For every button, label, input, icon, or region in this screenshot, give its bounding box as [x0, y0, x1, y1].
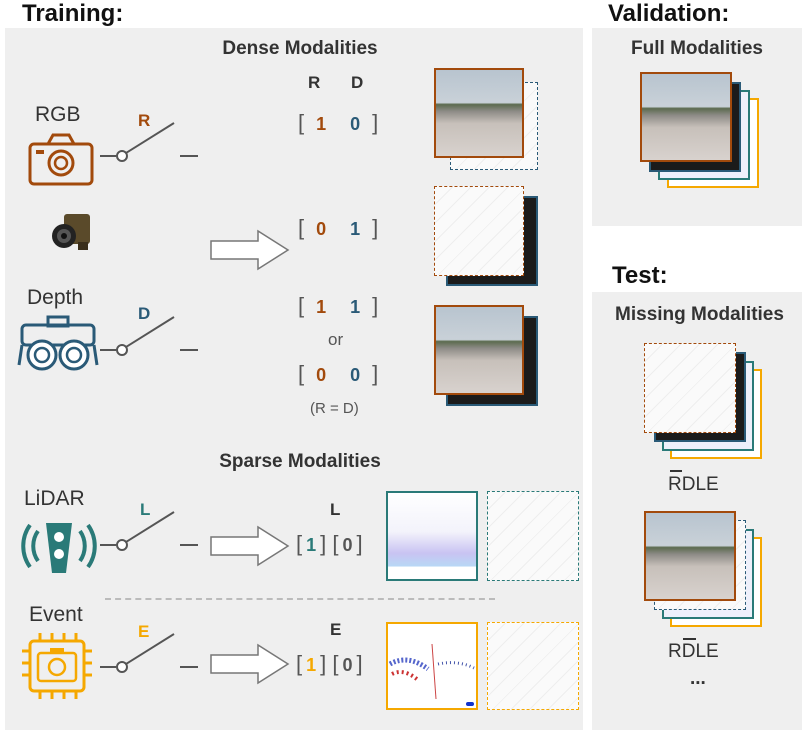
rgb-switch-letter: R — [138, 111, 151, 130]
sparse-modalities-title: Sparse Modalities — [219, 451, 381, 472]
vector-value: 0 — [350, 114, 361, 134]
test-heading: Test: — [612, 262, 668, 289]
arrow-icon-lidar — [210, 525, 290, 567]
event-switch[interactable] — [100, 629, 200, 673]
lidar-frame-missing — [487, 491, 579, 581]
depth-switch[interactable] — [100, 312, 200, 356]
event-frame — [386, 622, 478, 710]
missing-modalities-title: Missing Modalities — [615, 304, 784, 325]
event-mask-vector: [1] [0] — [296, 651, 363, 676]
rgb-frame-present — [434, 305, 524, 395]
column-header-r: R — [308, 73, 321, 92]
lidar-frame — [386, 491, 478, 581]
vector-value: 1 — [316, 297, 327, 317]
vector-value: 1 — [350, 297, 361, 317]
event-frame-missing — [487, 622, 579, 710]
event-label: Event — [29, 603, 83, 626]
validation-rgb-frame — [640, 72, 732, 162]
test2-rgb-frame — [644, 511, 736, 601]
vector-value: 0 — [342, 535, 353, 555]
rgb-frame — [434, 68, 524, 158]
vector-value: 0 — [342, 655, 353, 675]
overline-d-2 — [683, 638, 696, 640]
test-label-1: RDLE — [668, 474, 719, 495]
depth-camera-icon — [52, 214, 90, 250]
rgb-switch[interactable] — [100, 118, 200, 162]
vector-value: 0 — [350, 365, 361, 385]
event-points — [388, 643, 475, 706]
column-header-e: E — [330, 620, 342, 639]
full-modalities-title: Full Modalities — [631, 38, 763, 59]
depth-label: Depth — [27, 286, 84, 309]
or-label: or — [328, 330, 344, 349]
lidar-switch-letter: L — [140, 500, 151, 519]
section-divider — [105, 598, 495, 600]
vector-value: 1 — [306, 655, 317, 675]
event-switch-letter: E — [138, 622, 150, 641]
event-camera-icon — [22, 633, 92, 699]
training-heading: Training: — [22, 0, 124, 27]
test-label-2: RDLE — [668, 641, 719, 662]
rgb-label: RGB — [35, 103, 81, 126]
lidar-icon — [21, 523, 97, 573]
column-header-d: D — [351, 73, 364, 92]
vector-value: 0 — [316, 219, 327, 239]
vector-value: 0 — [316, 365, 327, 385]
depth-switch-letter: D — [138, 304, 151, 323]
test1-rgb-frame-missing — [644, 343, 736, 433]
lidar-label: LiDAR — [24, 487, 85, 510]
depth-goggles-icon — [17, 315, 99, 371]
equal-note: (R = D) — [310, 400, 359, 417]
arrow-icon-dense — [210, 229, 290, 271]
lidar-switch[interactable] — [100, 507, 200, 551]
vector-value: 1 — [316, 114, 327, 134]
column-header-l: L — [330, 500, 341, 519]
arrow-icon-event — [210, 643, 290, 685]
validation-heading: Validation: — [608, 0, 730, 27]
overline-r-1 — [670, 470, 682, 472]
camera-icon — [28, 133, 94, 186]
lidar-mask-vector: [1] [0] — [296, 531, 363, 556]
rgb-frame-missing — [434, 186, 524, 276]
dense-modalities-title: Dense Modalities — [222, 38, 378, 59]
test-ellipsis: ... — [690, 668, 706, 689]
vector-value: 1 — [350, 219, 361, 239]
vector-value: 1 — [306, 535, 317, 555]
